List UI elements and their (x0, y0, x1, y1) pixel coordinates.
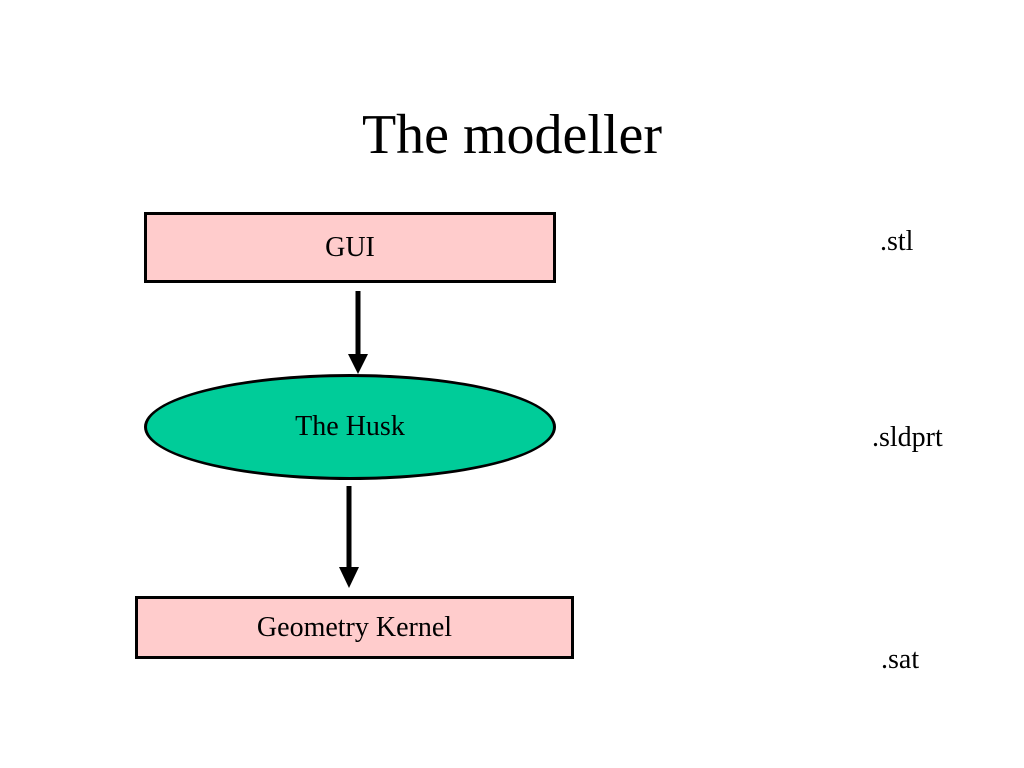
gui-box: GUI (144, 212, 556, 283)
geometry-kernel-label: Geometry Kernel (256, 611, 453, 643)
arrow-husk-to-kernel (339, 486, 359, 588)
arrow-gui-to-husk (348, 291, 368, 374)
file-type-sat: .sat (881, 644, 920, 675)
geometry-kernel-box: Geometry Kernel (135, 596, 574, 659)
slide-title: The modeller (361, 104, 663, 166)
husk-ellipse: The Husk (144, 374, 556, 480)
file-type-stl: .stl (880, 226, 914, 257)
file-type-sldprt: .sldprt (872, 422, 943, 453)
gui-label: GUI (325, 231, 375, 263)
husk-label: The Husk (295, 411, 405, 442)
